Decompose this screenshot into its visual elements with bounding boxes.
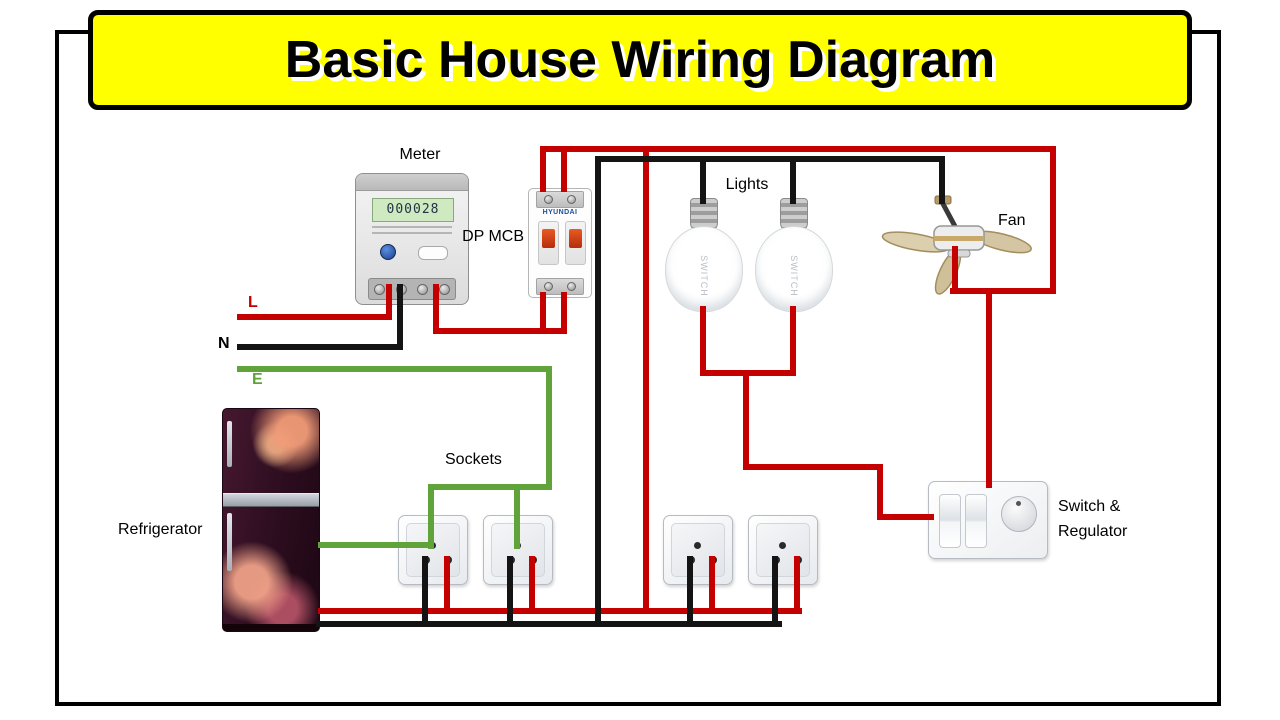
light-bulb-2: SWITCH [755,198,833,312]
label-switch-regulator-2: Regulator [1058,523,1128,540]
wire-earth-socket1-stub [428,484,434,549]
wire-neutral-socket-bus [316,621,782,627]
mcb-brand-text: HYUNDAI [542,209,578,216]
label-meter: Meter [399,146,441,163]
wire-neutral-bulb1-drop [700,156,706,204]
wall-socket-3 [663,515,733,585]
mcb-toggle-lever [538,221,559,265]
wire-live-right-drop [1050,146,1056,294]
refrigerator [222,408,320,632]
fridge-handle-top [227,421,232,467]
wire-neutral-socket2-stub [507,556,513,627]
wire-live-mcb-top-1 [540,148,546,192]
terminal-screw [417,283,429,295]
terminal-screw [438,283,450,295]
socket-earth-hole [694,542,701,549]
wire-earth-service-in [237,366,552,372]
label-refrigerator: Refrigerator [118,521,203,538]
mcb-bottom-terminals [536,278,584,295]
mcb-toggles [538,221,586,265]
light-bulb-1: SWITCH [665,198,743,312]
wire-live-meter-in [386,284,392,320]
wire-live-bulb2-stub [790,306,796,376]
label-neutral-wire: N [218,335,230,352]
meter-label-lines [372,226,452,238]
wire-live-mcb-top-2 [561,148,567,192]
rocker-switch-1 [939,494,961,548]
wire-live-meter-out [433,284,439,334]
bulb-brand-text: SWITCH [699,254,709,297]
terminal-screw [567,195,576,204]
meter-ir-port [418,246,448,260]
rocker-switch-2 [965,494,987,548]
fan-regulator-knob [1001,496,1037,532]
wire-live-fan-junction [950,288,1056,294]
wire-live-bulb1-stub [700,306,706,376]
fridge-handle-bottom [227,513,232,571]
dp-mcb: HYUNDAI [528,188,592,298]
fan-graphic [881,195,1032,295]
label-sockets: Sockets [445,451,502,468]
wire-live-socket-bus [318,608,802,614]
meter-button [380,244,396,260]
wire-live-meter-to-mcb [433,328,567,334]
terminal-screw [544,195,553,204]
label-earth-wire: E [252,371,263,388]
page-title: Basic House Wiring Diagram [284,31,996,89]
wire-live-switch-left-drop [877,464,883,520]
wire-live-socket4-stub [794,556,800,614]
meter-terminal-block [368,278,456,300]
fridge-door-divider [223,493,319,507]
wire-live-fan-motor-stub [952,246,958,294]
terminal-screw [567,282,576,291]
wire-live-mcb-bottom-1 [540,292,546,334]
wire-live-top-run [540,146,1056,152]
wire-live-socket3-stub [709,556,715,614]
ceiling-fan [880,192,1050,300]
wire-neutral-bulb2-drop [790,156,796,204]
label-dp-mcb: DP MCB [462,228,524,245]
fridge-base [223,624,319,631]
wire-live-lights-switch-drop [743,370,749,470]
wire-earth-drop [546,366,552,490]
meter-top-panel [356,174,468,191]
mcb-top-terminals [536,191,584,208]
wire-earth-fridge-link [318,542,434,548]
label-fan: Fan [998,212,1026,229]
switch-regulator-board [928,481,1048,559]
wire-neutral-socket4-stub [772,556,778,627]
terminal-screw [374,283,386,295]
mcb-toggle-lever [565,221,586,265]
meter-display: 000028 [372,198,454,222]
wire-live-lights-switch-run [743,464,883,470]
label-switch-regulator-1: Switch & [1058,498,1121,515]
socket-earth-hole [779,542,786,549]
wire-neutral-top-run [595,156,945,162]
wire-neutral-service-in [237,344,403,350]
bulb-glass: SWITCH [665,226,743,312]
wire-live-mcb-bottom-2 [561,292,567,334]
wire-earth-socket-bus [428,484,552,490]
bulb-glass: SWITCH [755,226,833,312]
wire-live-fan-regulator [986,288,992,488]
wire-neutral-fan-drop [939,156,945,204]
wire-neutral-meter-stub [397,284,403,350]
wire-live-service-in [237,314,392,320]
wall-socket-4 [748,515,818,585]
label-lights: Lights [725,176,769,193]
wire-neutral-middle-drop [595,156,601,627]
label-live-wire: L [248,294,258,311]
terminal-screw [544,282,553,291]
bulb-brand-text: SWITCH [789,254,799,297]
wire-neutral-socket1-stub [422,556,428,627]
wire-live-socket1-stub [444,556,450,614]
wire-earth-socket2-stub [514,484,520,549]
title-banner: Basic House Wiring Diagram [88,10,1192,110]
wire-live-socket2-stub [529,556,535,614]
wire-neutral-socket3-stub [687,556,693,627]
wire-live-switch-left-in [877,514,934,520]
wire-live-middle-drop [643,146,649,614]
